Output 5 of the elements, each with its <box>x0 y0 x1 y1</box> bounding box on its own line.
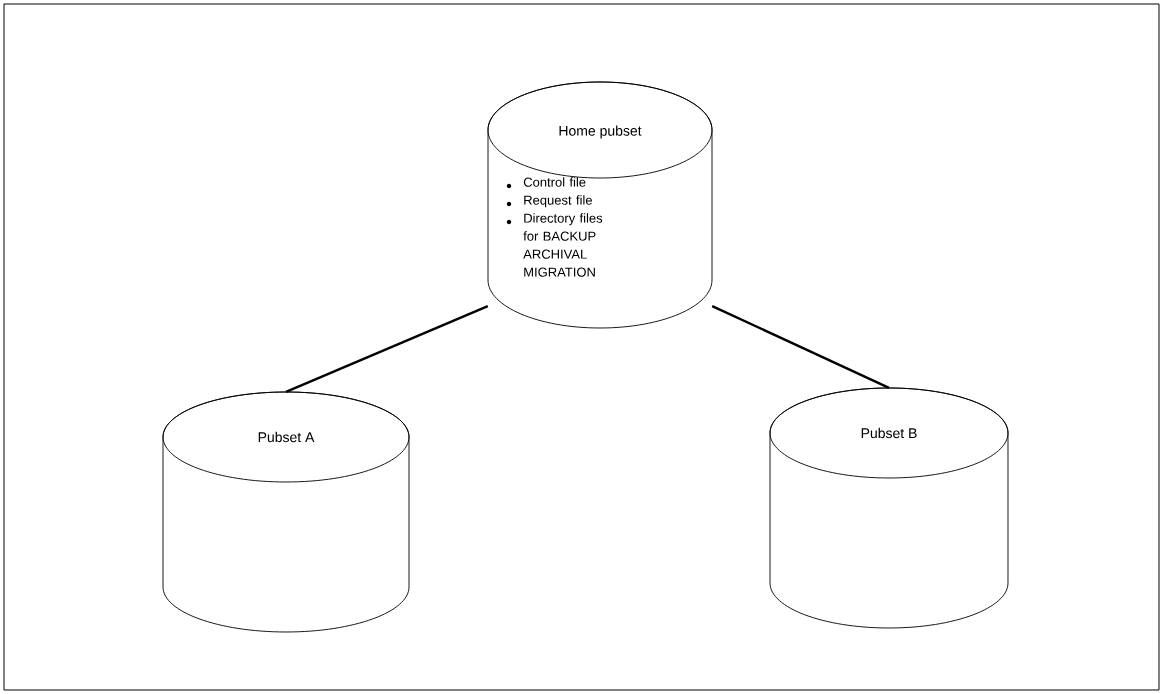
cylinder: Pubset A <box>162 391 410 633</box>
cylinder: Pubset B <box>769 387 1009 629</box>
connector-line <box>285 304 489 393</box>
connector-line <box>711 304 890 389</box>
cylinder: Home pubset Control file Request file Directory files for BACKUP ARCHIVAL MIGRATION <box>487 81 713 329</box>
